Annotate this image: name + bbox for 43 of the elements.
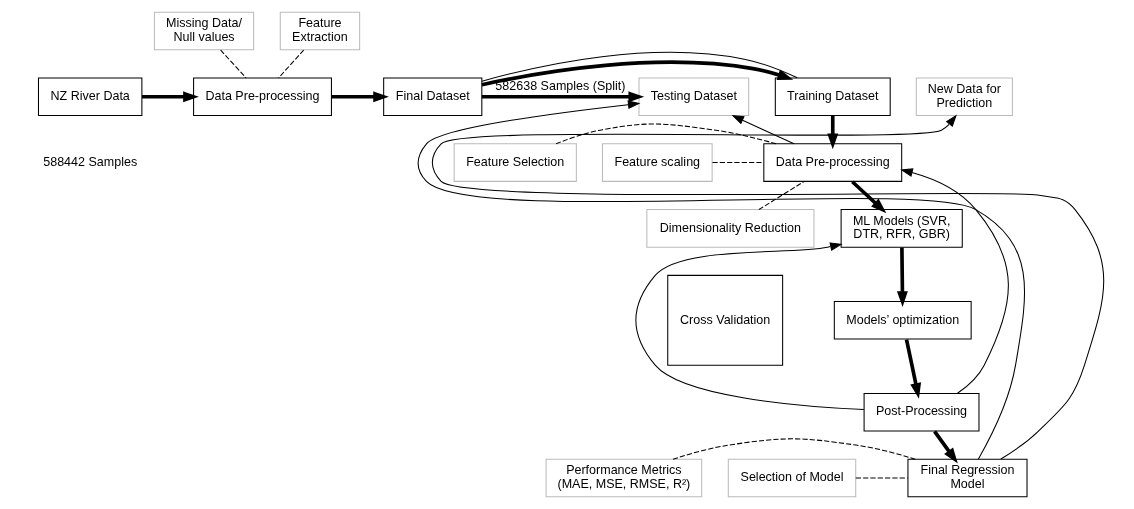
node-box: Testing Dataset [638,77,749,117]
arrow [481,60,793,87]
arrow [899,168,1009,394]
node-box: NZ River Data [37,77,142,117]
node-box: Data Pre-processing [192,77,332,117]
node-box: ML Models (SVR, DTR, RFR, GBR) [840,209,963,248]
node-box: Training Dataset [774,77,891,117]
node-box: Cross Validation [666,274,783,366]
connector [480,51,798,82]
arrow [634,242,864,411]
node-box: Feature Selection [453,143,577,182]
node-box: Models’ optimization [833,301,972,340]
connector [711,162,764,164]
node-box: Missing Data/ Null values [153,11,254,51]
node-box: New Data for Prediction [915,77,1013,117]
arrow [331,91,389,103]
arrow [417,100,1025,460]
connector [757,181,804,211]
node-box: Data Pre-processing [762,143,902,182]
node-label: 588442 Samples [42,154,137,169]
connector [672,438,916,460]
arrow [932,430,958,464]
connector [854,477,908,479]
arrow [431,114,1104,460]
connector [219,49,247,79]
node-box: Feature scaling [601,143,713,182]
node-box: Selection of Model [727,458,856,498]
node-box: Feature Extraction [279,11,360,51]
connector [277,49,304,79]
arrow [481,91,644,103]
node-box: Dimensionality Reduction [645,209,814,248]
arrow [141,91,199,103]
edge-label: 582638 Samples (Split) [494,79,625,94]
arrow [904,339,921,399]
node-box: Final Dataset [382,77,482,117]
node-box: Post-Processing [863,392,979,432]
arrow [850,180,886,214]
arrow [826,115,838,150]
node-box: Performance Metrics (MAE, MSE, RMSE, R²) [545,458,702,498]
node-box: Final Regression Model [906,458,1028,498]
arrow [896,247,908,307]
arrow [730,115,794,145]
connector [555,123,777,145]
